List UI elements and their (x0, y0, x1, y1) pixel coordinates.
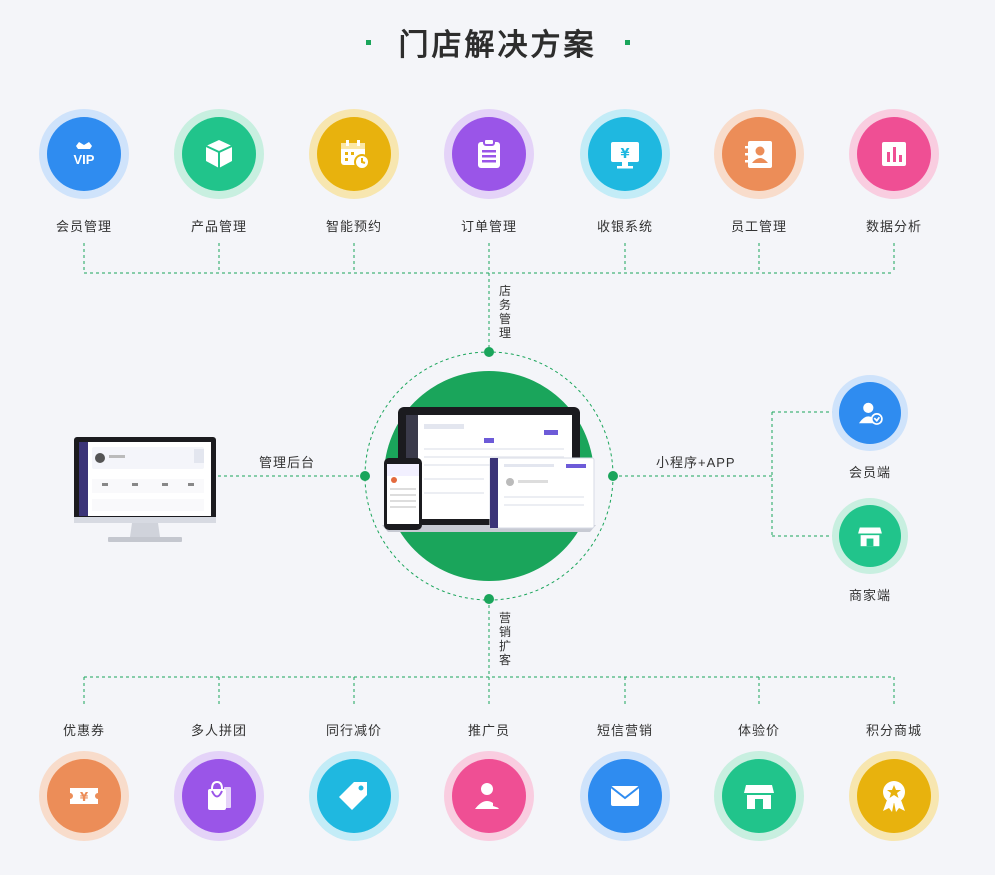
contact-card-icon (745, 141, 772, 168)
left-node-dot (360, 471, 370, 481)
icon-group-buy[interactable] (174, 751, 264, 841)
label-peer-discount: 同行减价 (325, 723, 382, 738)
connector-label-miniapp: 小程序+APP (656, 455, 736, 470)
label-staff-management: 员工管理 (730, 219, 787, 234)
label-order-management: 订单管理 (460, 219, 517, 234)
box-icon (205, 140, 233, 168)
icon-cashier-system[interactable]: ¥ (580, 109, 670, 199)
label-sms-marketing: 短信营销 (596, 723, 653, 738)
label-cashier-system: 收银系统 (596, 219, 653, 234)
bar-chart-icon (882, 142, 906, 166)
icon-data-analysis[interactable] (849, 109, 939, 199)
title-left-dot (365, 39, 371, 45)
shopping-bag-icon (208, 780, 231, 810)
label-product-management: 产品管理 (190, 219, 247, 234)
label-merchant-client: 商家端 (848, 588, 891, 603)
top-node-dot (484, 347, 494, 357)
label-promoter: 推广员 (467, 723, 510, 738)
promoter-icon (475, 783, 499, 809)
icon-product-management[interactable] (174, 109, 264, 199)
label-coupon: 优惠券 (62, 723, 105, 738)
icon-member-client[interactable] (832, 375, 908, 451)
clipboard-icon (478, 138, 500, 168)
icon-merchant-client[interactable] (832, 498, 908, 574)
icon-coupon[interactable]: ¥ (39, 751, 129, 841)
label-smart-booking: 智能预约 (325, 219, 382, 234)
svg-text:¥: ¥ (620, 147, 629, 162)
connector-label-admin-backend: 管理后台 (259, 455, 316, 470)
label-group-buy: 多人拼团 (190, 723, 247, 738)
cashier-monitor-icon: ¥ (611, 142, 639, 169)
admin-monitor-illustration (74, 437, 216, 542)
icon-promoter[interactable] (444, 751, 534, 841)
label-points-mall: 积分商城 (865, 723, 922, 738)
calendar-clock-icon (341, 140, 370, 170)
label-trial-price: 体验价 (737, 723, 780, 738)
svg-text:¥: ¥ (80, 790, 89, 804)
icon-peer-discount[interactable] (309, 751, 399, 841)
icon-smart-booking[interactable] (309, 109, 399, 199)
page-title: 门店解决方案 (398, 28, 597, 63)
label-member-client: 会员端 (848, 465, 891, 480)
award-medal-icon (883, 781, 905, 812)
label-member-management: 会员管理 (55, 219, 112, 234)
icon-staff-management[interactable] (714, 109, 804, 199)
connector-label-store-management: 店务管理 (498, 284, 511, 340)
icon-trial-price[interactable] (714, 751, 804, 841)
title-right-dot (624, 39, 630, 45)
icon-order-management[interactable] (444, 109, 534, 199)
label-data-analysis: 数据分析 (865, 219, 922, 234)
storefront-icon (744, 785, 774, 809)
icon-points-mall[interactable] (849, 751, 939, 841)
vip-crown-icon: VIP (74, 142, 95, 167)
member-user-icon (858, 402, 883, 425)
icon-sms-marketing[interactable] (580, 751, 670, 841)
svg-text:VIP: VIP (74, 152, 95, 167)
price-tag-icon (339, 782, 367, 810)
devices-illustration (382, 407, 596, 532)
header: 门店解决方案 (0, 20, 995, 64)
yen-ticket-icon: ¥ (70, 788, 98, 804)
right-node-dot (608, 471, 618, 481)
icon-member-management[interactable]: VIP (39, 109, 129, 199)
bottom-node-dot (484, 594, 494, 604)
envelope-icon (610, 786, 640, 806)
connector-label-marketing: 营销扩客 (498, 611, 511, 667)
merchant-store-icon (858, 527, 882, 547)
